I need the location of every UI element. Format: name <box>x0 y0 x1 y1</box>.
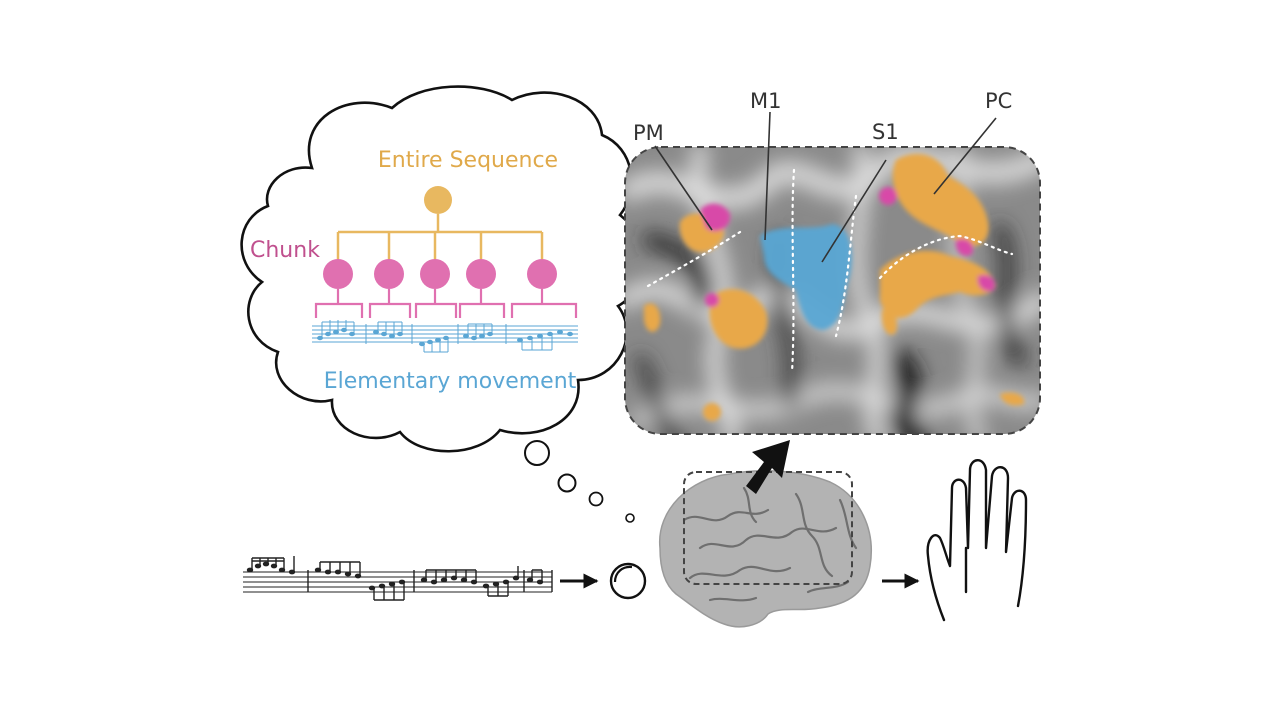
activation-blobs <box>644 153 1025 421</box>
sequence-node <box>424 186 452 214</box>
entire-sequence-label: Entire Sequence <box>378 148 558 173</box>
chunk-node-3 <box>420 259 450 289</box>
chunk-brackets <box>314 289 578 318</box>
thought-bubble-3 <box>588 491 604 507</box>
chunk-node-4 <box>466 259 496 289</box>
region-label-s1: S1 <box>872 120 899 144</box>
thought-bubble-2 <box>557 473 577 493</box>
hand-icon <box>926 459 1028 622</box>
brain-icon <box>659 469 872 628</box>
elementary-movement-label: Elementary movement <box>324 369 577 394</box>
cortical-map: PM M1 S1 PC <box>624 89 1041 435</box>
region-label-pm: PM <box>633 121 664 145</box>
region-label-m1: M1 <box>750 89 781 113</box>
region-leader-lines <box>654 111 997 263</box>
eye-icon <box>609 562 647 600</box>
sequence-connectors <box>336 214 544 260</box>
elementary-movement-score <box>312 320 578 353</box>
chunk-node-2 <box>374 259 404 289</box>
musical-score <box>243 556 553 601</box>
cortical-map-frame <box>624 146 1041 435</box>
chunk-nodes <box>323 259 557 289</box>
chunk-node-5 <box>527 259 557 289</box>
chunk-label: Chunk <box>250 238 320 263</box>
zoom-arrow-icon <box>746 440 790 494</box>
chunk-node-1 <box>323 259 353 289</box>
region-label-pc: PC <box>985 89 1012 113</box>
thought-bubble-1 <box>524 440 550 466</box>
thought-bubble-4 <box>625 513 635 523</box>
hierarchy-tree: Entire Sequence Chunk <box>250 148 578 394</box>
